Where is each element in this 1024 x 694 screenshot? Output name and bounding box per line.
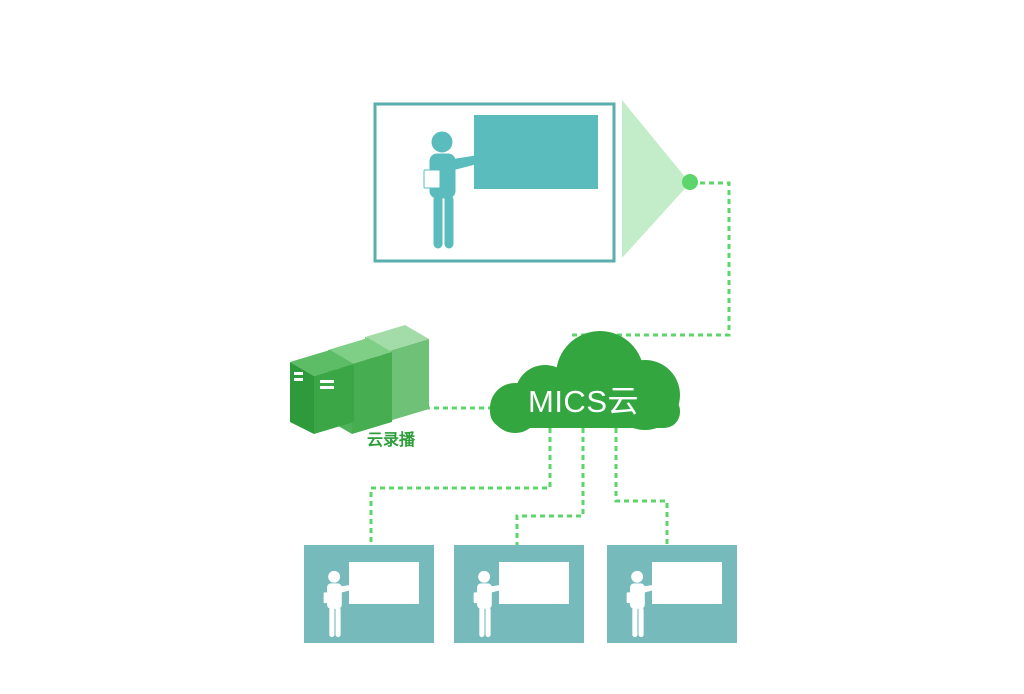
link-cloud-to-room-2: [515, 428, 585, 545]
remote-classroom-3: [607, 545, 737, 643]
server-icon: [290, 325, 429, 434]
remote-classroom-1: [304, 545, 434, 643]
link-cloud-to-room-3: [614, 428, 669, 545]
connection-lines: [369, 181, 731, 545]
main-blackboard: [474, 115, 598, 189]
camera-dot-icon: [682, 174, 698, 190]
camera-beam: [622, 100, 690, 258]
recording-label: 云录播: [367, 432, 416, 449]
remote-classroom-2: [454, 545, 584, 643]
link-main-to-cloud: [572, 181, 731, 337]
cloud-label: MICS云: [528, 384, 639, 419]
main-classroom: [373, 102, 616, 263]
link-cloud-to-room-1: [369, 428, 552, 545]
cloud-icon: [490, 331, 680, 433]
